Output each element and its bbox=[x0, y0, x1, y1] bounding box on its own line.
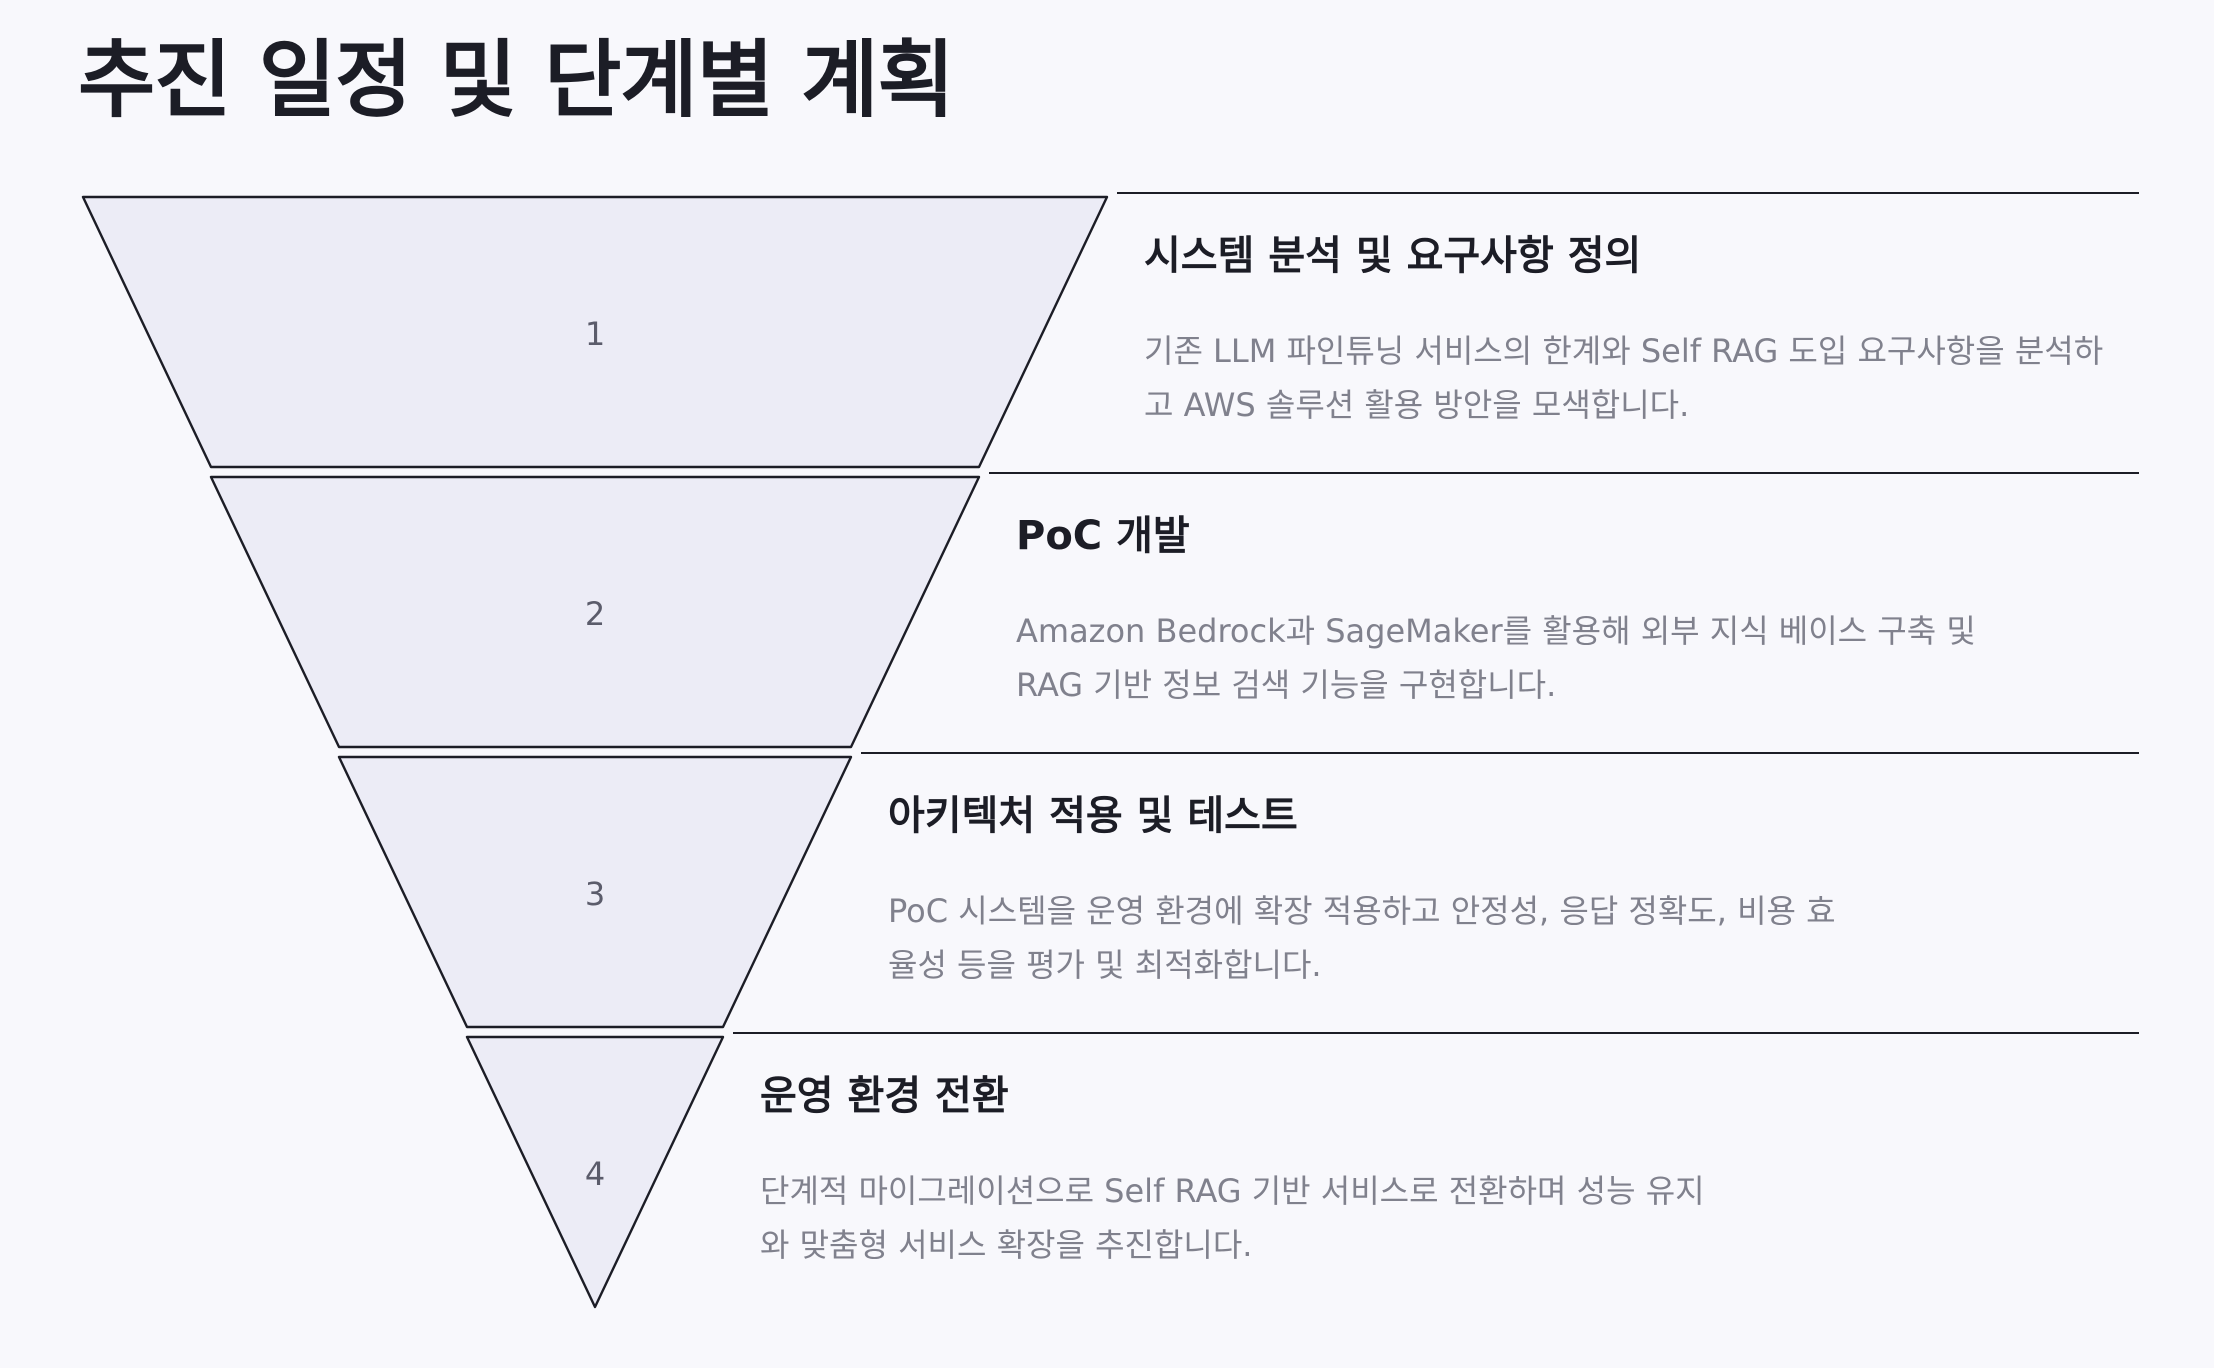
segment-number-3: 3 bbox=[585, 875, 605, 913]
segment-number-2: 2 bbox=[585, 595, 605, 633]
step-3: 아키텍처 적용 및 테스트 PoC 시스템을 운영 환경에 확장 적용하고 안정… bbox=[888, 790, 1848, 992]
page-title: 추진 일정 및 단계별 계획 bbox=[78, 31, 955, 129]
step-description: PoC 시스템을 운영 환경에 확장 적용하고 안정성, 응답 정확도, 비용 … bbox=[888, 892, 1836, 984]
step-heading: 시스템 분석 및 요구사항 정의 bbox=[1144, 233, 1642, 279]
funnel-segment-1 bbox=[81, 195, 1109, 469]
step-heading: PoC 개발 bbox=[1016, 513, 1190, 559]
step-heading: 아키텍처 적용 및 테스트 bbox=[888, 793, 1298, 839]
funnel-segment-2 bbox=[209, 475, 981, 749]
funnel-segment-3 bbox=[337, 755, 853, 1029]
segment-number-1: 1 bbox=[585, 315, 605, 353]
step-description: Amazon Bedrock과 SageMaker를 활용해 외부 지식 베이스… bbox=[1016, 612, 1976, 704]
segment-number-4: 4 bbox=[585, 1155, 605, 1193]
step-description: 기존 LLM 파인튜닝 서비스의 한계와 Self RAG 도입 요구사항을 분… bbox=[1144, 332, 2104, 424]
funnel-segment-4 bbox=[465, 1035, 725, 1309]
step-4: 운영 환경 전환 단계적 마이그레이션으로 Self RAG 기반 서비스로 전… bbox=[760, 1070, 1720, 1272]
step-1: 시스템 분석 및 요구사항 정의 기존 LLM 파인튜닝 서비스의 한계와 Se… bbox=[1144, 230, 2104, 432]
step-description: 단계적 마이그레이션으로 Self RAG 기반 서비스로 전환하며 성능 유지… bbox=[760, 1172, 1705, 1264]
step-2: PoC 개발 Amazon Bedrock과 SageMaker를 활용해 외부… bbox=[1016, 510, 1976, 712]
step-heading: 운영 환경 전환 bbox=[760, 1073, 1009, 1119]
